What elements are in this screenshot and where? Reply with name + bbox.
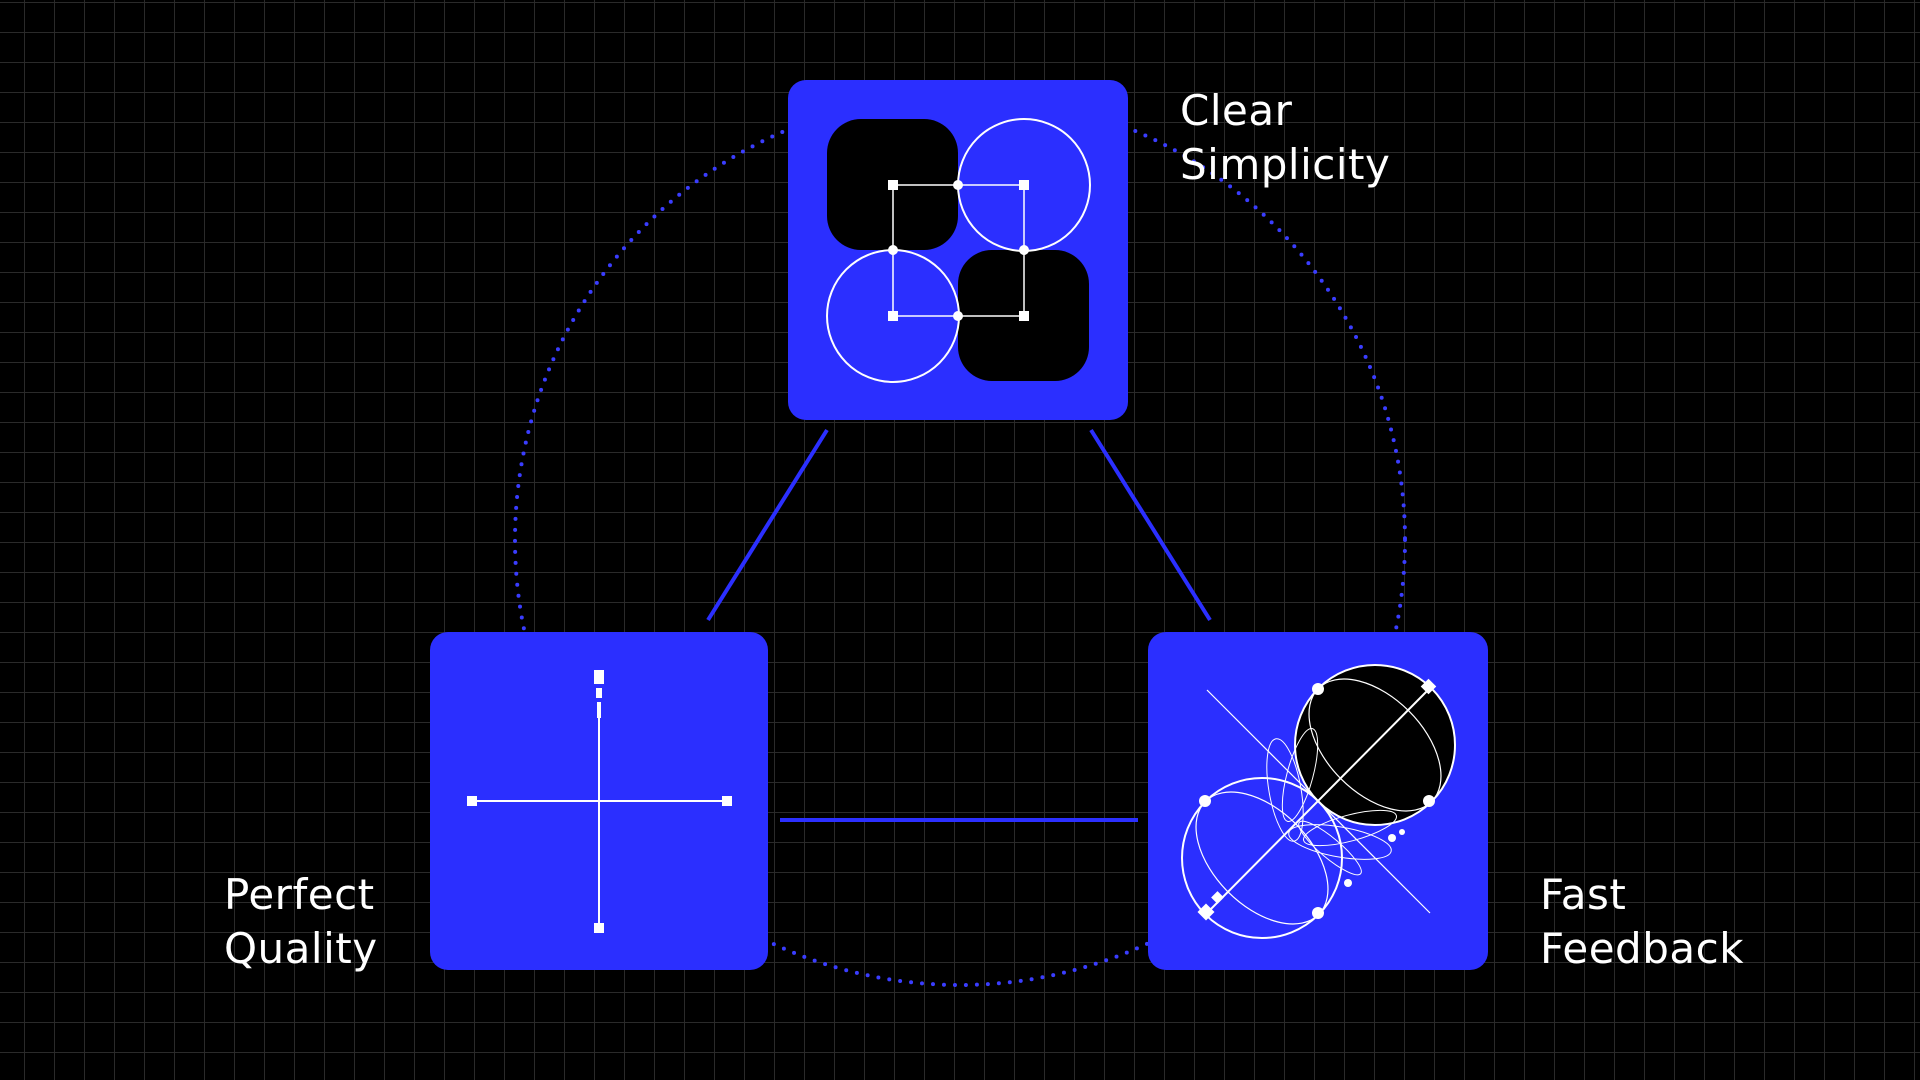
dotted-orbit-circle [513, 93, 1407, 987]
rotating-sphere-icon [1181, 664, 1456, 939]
label-perfect-quality: Perfect Quality [224, 868, 378, 976]
label-fast-feedback-line2: Feedback [1540, 924, 1745, 973]
label-perfect-quality-line1: Perfect [224, 870, 375, 919]
card-perfect-quality [430, 632, 768, 970]
connector-top-left [706, 428, 829, 622]
label-fast-feedback: Fast Feedback [1540, 868, 1744, 976]
crosshair-icon [467, 670, 732, 933]
label-fast-feedback-line1: Fast [1540, 870, 1627, 919]
connector-top-right [1089, 428, 1212, 622]
label-clear-simplicity-line1: Clear [1180, 86, 1293, 135]
card-fast-feedback [1148, 632, 1488, 970]
label-clear-simplicity-line2: Simplicity [1180, 140, 1391, 189]
shapes-grid-icon [826, 118, 1091, 383]
label-perfect-quality-line2: Quality [224, 924, 378, 973]
card-clear-simplicity [788, 80, 1128, 420]
label-clear-simplicity: Clear Simplicity [1180, 84, 1390, 192]
